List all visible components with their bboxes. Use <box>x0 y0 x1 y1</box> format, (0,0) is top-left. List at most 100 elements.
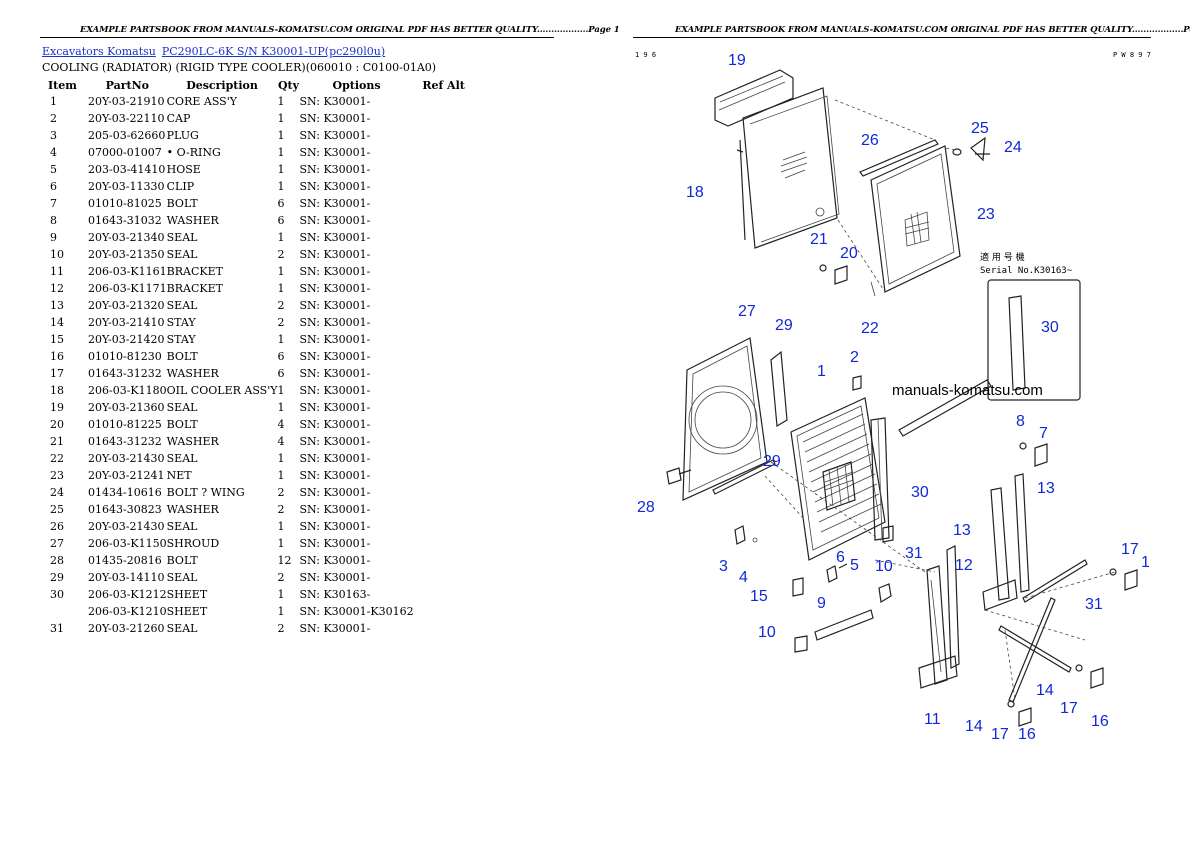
cell-qty: 4 <box>277 418 285 431</box>
callout-28: 28 <box>637 499 655 516</box>
cell-item: 26 <box>50 520 64 533</box>
cell-options: SN: K30001- <box>299 95 371 108</box>
part-bolt-20 <box>819 264 848 285</box>
cell-description: SEAL <box>166 248 198 261</box>
part-net-23 <box>870 145 961 293</box>
cell-partno: 20Y-03-21260 <box>88 622 165 635</box>
callout-29-top: 29 <box>775 317 793 334</box>
callout-29-bottom: 29 <box>763 453 781 470</box>
cell-description: BOLT ? WING <box>166 486 245 499</box>
cell-partno: 20Y-03-21360 <box>88 401 165 414</box>
cell-item: 31 <box>50 622 64 635</box>
cell-ref-alt <box>414 246 474 263</box>
cell-options: SN: K30001-K30162 <box>299 605 414 618</box>
cell-description: HOSE <box>166 163 201 176</box>
callout-16-right: 16 <box>1091 713 1109 730</box>
cell-options: SN: K30001- <box>299 265 371 278</box>
callout-10-right: 10 <box>875 558 893 575</box>
cell-item: 17 <box>50 367 64 380</box>
cell-item: 4 <box>50 146 57 159</box>
part-sheet-30 <box>870 417 890 541</box>
cell-description: WASHER <box>166 214 219 227</box>
part-bracket-12 <box>982 487 1018 611</box>
cell-qty: 1 <box>277 163 285 176</box>
cell-ref-alt <box>414 586 474 603</box>
cell-description: WASHER <box>166 367 219 380</box>
callout-4: 4 <box>739 569 748 586</box>
cell-description: BOLT <box>166 197 198 210</box>
cell-item: 24 <box>50 486 64 499</box>
cell-qty: 6 <box>277 214 285 227</box>
cell-options: SN: K30163- <box>299 588 371 601</box>
callout-21: 21 <box>810 231 828 248</box>
cell-qty: 2 <box>277 299 285 312</box>
cell-ref-alt <box>414 297 474 314</box>
part-seal-31-left <box>792 577 804 597</box>
cell-ref-alt <box>414 331 474 348</box>
cell-description: STAY <box>166 333 196 346</box>
cell-options: SN: K30001- <box>299 452 371 465</box>
cell-ref-alt <box>414 212 474 229</box>
breadcrumb-link-model[interactable]: PC290LC-6K S/N K30001-UP(pc290l0u) <box>161 45 386 58</box>
cell-item: 16 <box>50 350 64 363</box>
cell-options: SN: K30001- <box>299 282 371 295</box>
cell-ref-alt <box>414 399 474 416</box>
cell-options: SN: K30001- <box>299 299 371 312</box>
part-bracket-11 <box>918 565 958 689</box>
cell-description: STAY <box>166 316 196 329</box>
cell-options: SN: K30001- <box>299 486 371 499</box>
col-header-partno: PartNo <box>105 78 149 92</box>
cell-ref-alt <box>414 501 474 518</box>
cell-partno: 206-03-K1180 <box>88 384 167 397</box>
cell-partno: 20Y-03-22110 <box>88 112 165 125</box>
breadcrumb-link-category[interactable]: Excavators Komatsu <box>42 45 156 58</box>
cell-qty: 4 <box>277 435 285 448</box>
callout-17-bottom: 17 <box>991 726 1009 743</box>
part-seal-13-left <box>946 545 960 669</box>
cell-item <box>42 603 88 620</box>
cell-item: 11 <box>50 265 64 278</box>
callout-31-right: 31 <box>905 545 923 562</box>
cell-partno: 203-03-41410 <box>88 163 166 176</box>
watermark: manuals-komatsu.com <box>892 382 1043 399</box>
cell-description: SEAL <box>166 299 198 312</box>
cell-options: SN: K30001- <box>299 129 371 142</box>
callout-2: 2 <box>850 349 859 366</box>
callout-30: 30 <box>911 484 929 501</box>
diagram-corner-right: P W 8 9 7 <box>1113 51 1151 59</box>
page-header: EXAMPLE PARTSBOOK FROM MANUALS-KOMATSU.C… <box>80 25 620 35</box>
page-header: EXAMPLE PARTSBOOK FROM MANUALS-KOMATSU.C… <box>675 25 1190 35</box>
cell-partno: 20Y-03-21410 <box>88 316 165 329</box>
part-shroud-27 <box>682 337 768 501</box>
callout-1: 1 <box>817 363 826 380</box>
cell-partno: 01643-31232 <box>88 367 162 380</box>
cell-description: CAP <box>166 112 191 125</box>
cell-options: SN: K30001- <box>299 163 371 176</box>
cell-item: 9 <box>50 231 57 244</box>
cell-partno: 20Y-03-21340 <box>88 231 165 244</box>
cell-item: 1 <box>50 95 57 108</box>
part-bolt-7 <box>1019 442 1048 467</box>
callout-16-bottom: 16 <box>1018 726 1036 743</box>
cell-partno: 01434-10616 <box>88 486 162 499</box>
cell-item: 14 <box>50 316 64 329</box>
callout-18: 18 <box>686 184 704 201</box>
cell-ref-alt <box>414 144 474 161</box>
cell-description: SEAL <box>166 520 198 533</box>
cell-ref-alt <box>414 93 474 110</box>
table-header-row: Item PartNo Description Qty Options Ref … <box>42 77 474 93</box>
cell-options: SN: K30001- <box>299 435 371 448</box>
cell-partno: 205-03-62660 <box>88 129 166 142</box>
cell-qty: 6 <box>277 350 285 363</box>
part-seal-19 <box>714 69 794 127</box>
cell-description: OIL COOLER ASS'Y <box>166 384 278 397</box>
callout-1-edge: 1 <box>1141 554 1150 571</box>
